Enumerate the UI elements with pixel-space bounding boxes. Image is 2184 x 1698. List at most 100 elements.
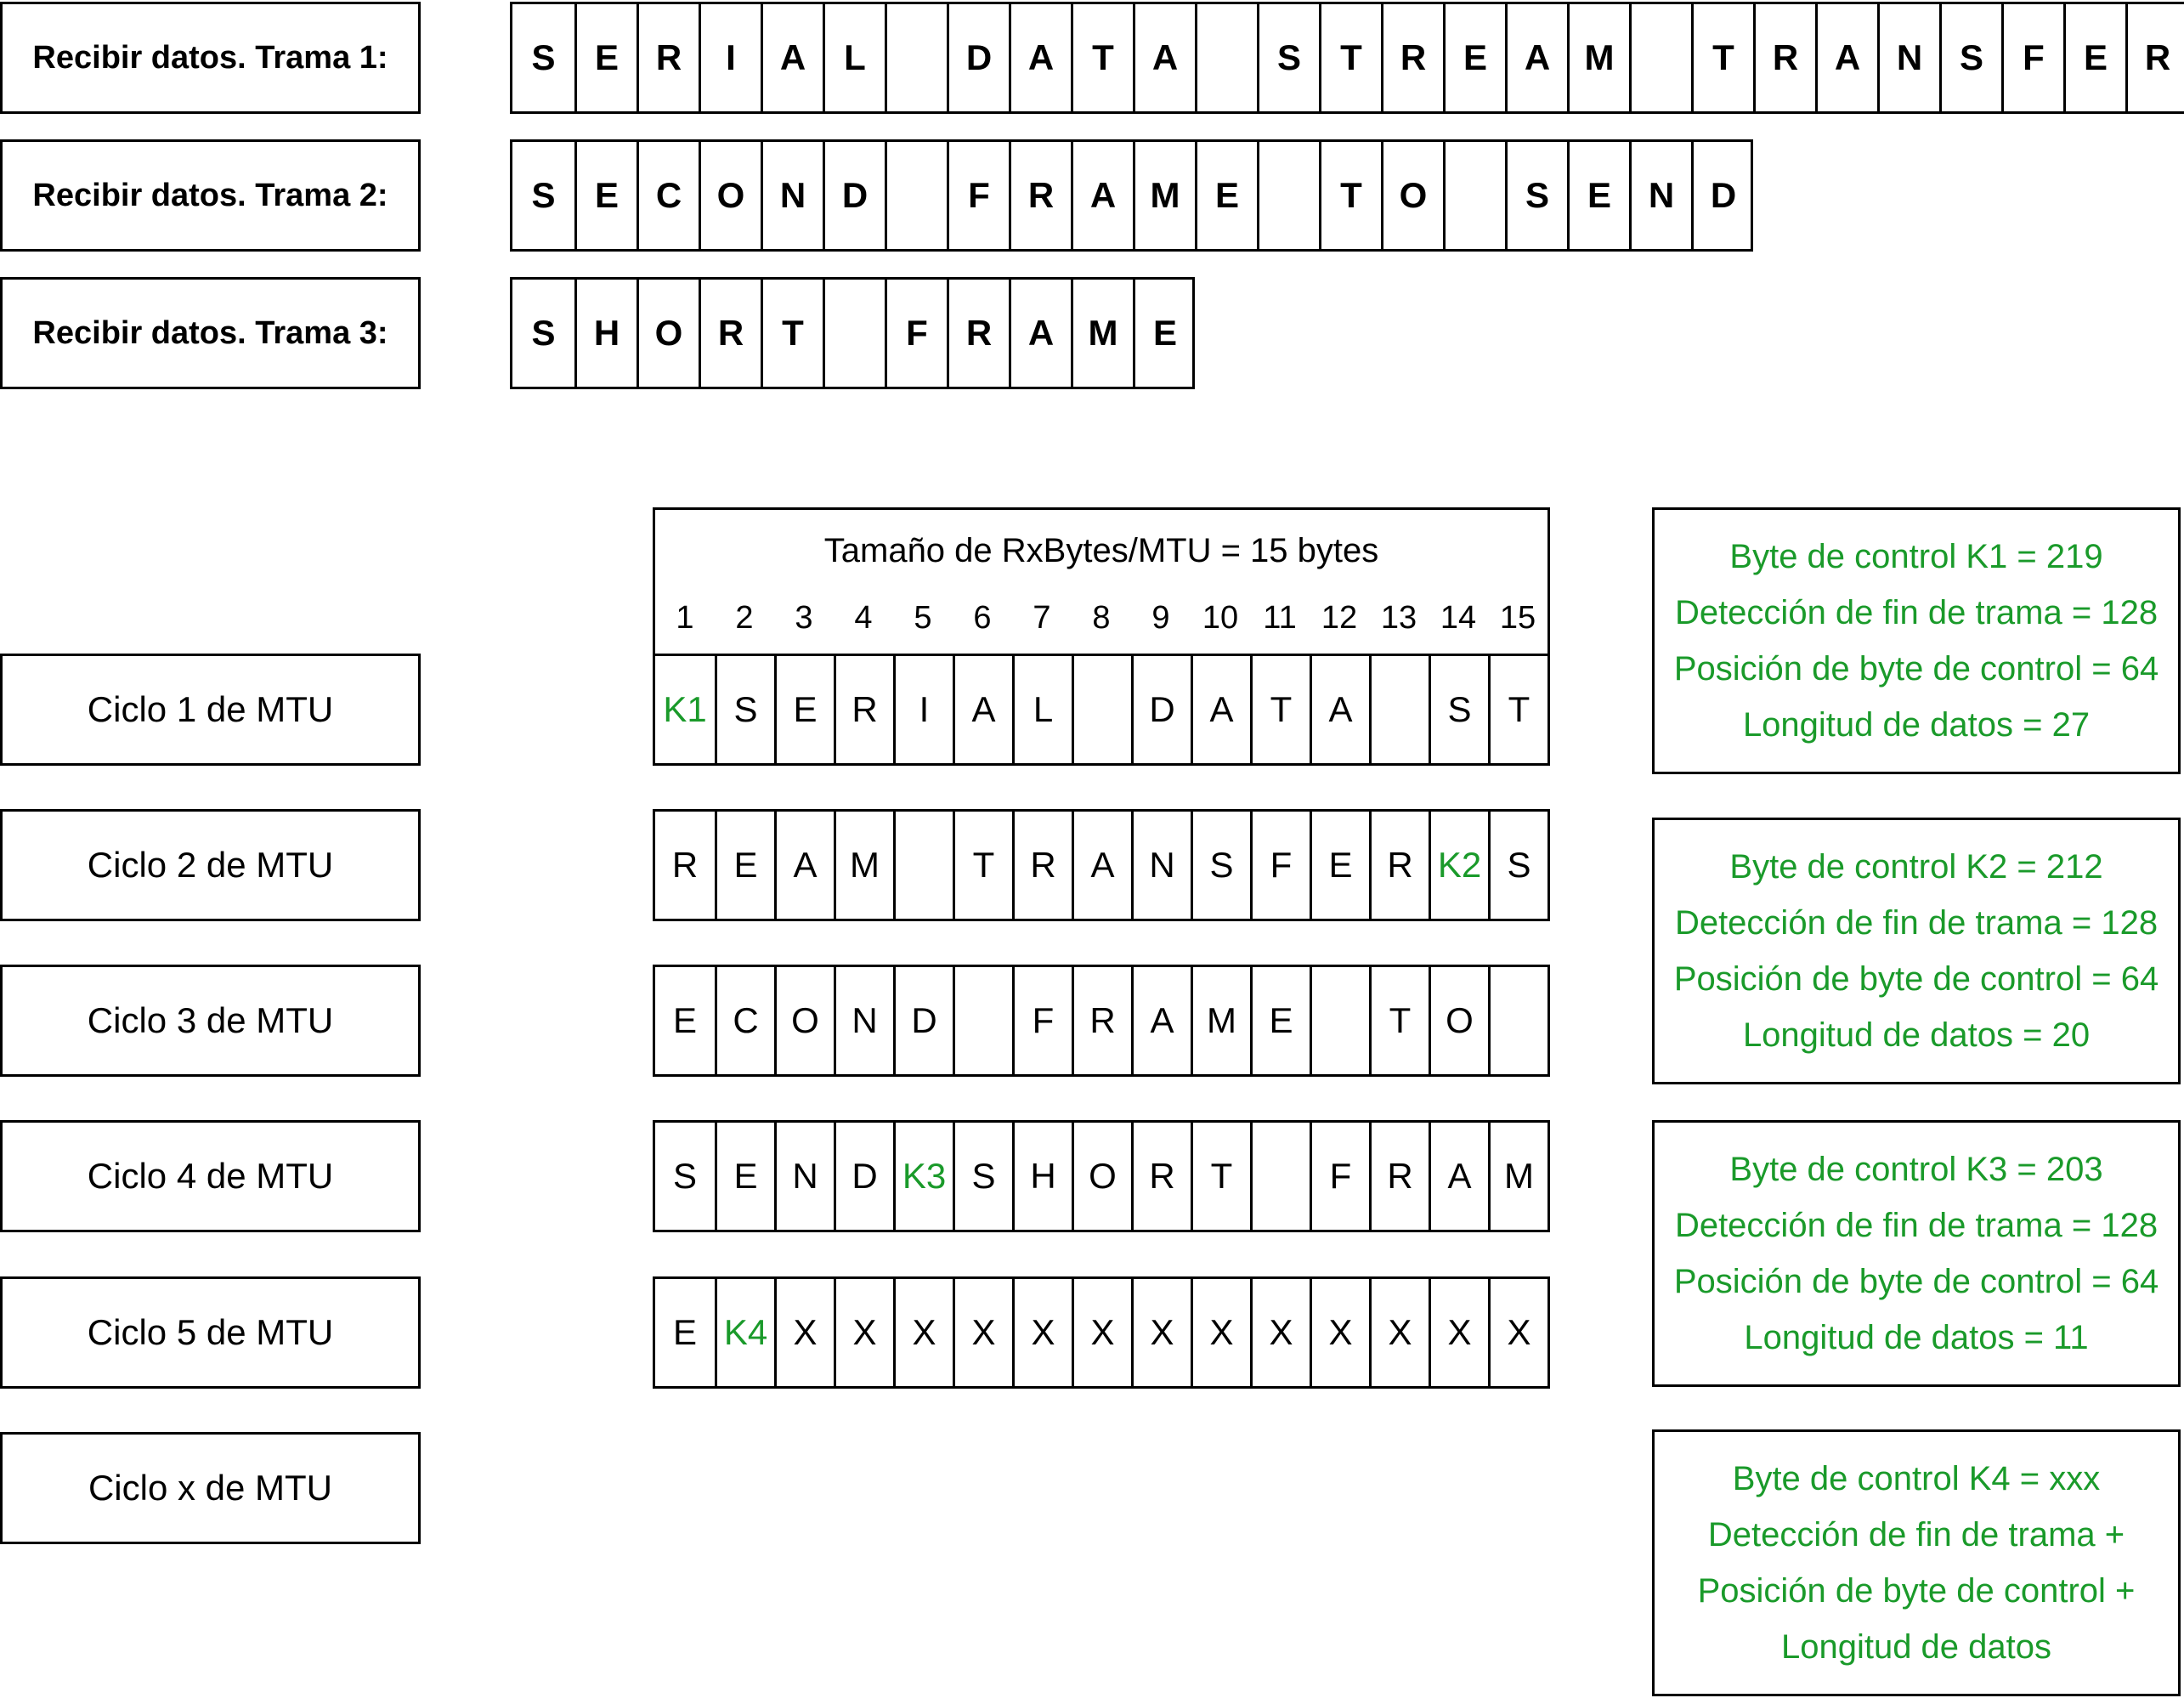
- mtu-byte-cell: X: [953, 1279, 1012, 1386]
- byte-position-number: 9: [1151, 600, 1170, 636]
- mtu-byte-cell: S: [1429, 656, 1488, 763]
- mtu-byte-cell: S: [1191, 812, 1250, 919]
- mtu-size-title: Tamaño de RxBytes/MTU = 15 bytes: [823, 532, 1379, 569]
- frame-byte-cell: R: [947, 280, 1009, 387]
- control-info-line: Posición de byte de control +: [1697, 1572, 2136, 1610]
- frame-byte-cell: N: [1877, 4, 1939, 111]
- mtu-cycle-label: Ciclo 4 de MTU: [0, 1120, 421, 1232]
- mtu-byte-cell: M: [834, 812, 893, 919]
- byte-position-number: 1: [676, 600, 694, 636]
- mtu-byte-cell: O: [1072, 1123, 1131, 1230]
- byte-position-number: 15: [1499, 600, 1536, 636]
- frame-label: Recibir datos. Trama 3:: [0, 277, 421, 389]
- frame-byte-cell: T: [761, 280, 823, 387]
- mtu-byte-cell: [953, 967, 1012, 1074]
- mtu-byte-cell: A: [1072, 812, 1131, 919]
- frame-byte-cell: M: [1071, 280, 1133, 387]
- frame-byte-cell: S: [531, 37, 556, 77]
- control-info-line: Longitud de datos = 27: [1742, 706, 2091, 744]
- mtu-byte-cell: T: [1191, 1123, 1250, 1230]
- frame-byte-cell: O: [699, 142, 761, 249]
- mtu-byte-cell: X: [1429, 1279, 1488, 1386]
- frame-byte-cell: M: [1567, 4, 1629, 111]
- control-info-line: Posición de byte de control = 64: [1673, 650, 2159, 688]
- mtu-byte-cell: S: [672, 1156, 697, 1196]
- control-info-line: Detección de fin de trama = 128: [1674, 594, 2159, 631]
- mtu-byte-cell: X: [1131, 1279, 1191, 1386]
- mtu-byte-cell: X: [893, 1279, 953, 1386]
- mtu-byte-cell: D: [893, 967, 953, 1074]
- control-byte-cell: K4: [715, 1279, 774, 1386]
- frame-byte-cell: A: [1009, 280, 1071, 387]
- frame-byte-cell: R: [1753, 4, 1815, 111]
- control-info-line: Longitud de datos = 11: [1744, 1319, 2089, 1356]
- mtu-byte-cell: T: [953, 812, 1012, 919]
- control-info-line: Posición de byte de control = 64: [1673, 1263, 2159, 1300]
- frame-byte-cell: T: [1691, 4, 1753, 111]
- frame-byte-cell: M: [1133, 142, 1195, 249]
- byte-position-number: 10: [1202, 600, 1239, 636]
- frame-byte-cell: A: [1505, 4, 1567, 111]
- frame-byte-cell: F: [885, 280, 947, 387]
- frame-byte-cell: T: [1071, 4, 1133, 111]
- byte-position-number: 14: [1440, 600, 1477, 636]
- control-info-line: Detección de fin de trama = 128: [1674, 1207, 2159, 1244]
- mtu-byte-cell: H: [1012, 1123, 1072, 1230]
- mtu-byte-cell: [1488, 967, 1547, 1074]
- frame-byte-cell: [1257, 142, 1319, 249]
- frame-byte-cell: N: [761, 142, 823, 249]
- mtu-byte-cell: C: [715, 967, 774, 1074]
- mtu-byte-cell: R: [1369, 812, 1429, 919]
- mtu-byte-cell: [1250, 1123, 1310, 1230]
- mtu-byte-cell: X: [1310, 1279, 1369, 1386]
- byte-position-number: 4: [854, 600, 873, 636]
- byte-position-number: 7: [1033, 600, 1051, 636]
- frame-label: Recibir datos. Trama 2:: [0, 139, 421, 252]
- frame-byte-cell: O: [637, 280, 699, 387]
- mtu-cycle-label: Ciclo 2 de MTU: [0, 809, 421, 921]
- frame-byte-cell: S: [531, 175, 556, 215]
- mtu-byte-cell: F: [1310, 1123, 1369, 1230]
- frame-byte-cell: E: [574, 4, 637, 111]
- frame-byte-cell: [885, 142, 947, 249]
- mtu-byte-cell: X: [834, 1279, 893, 1386]
- mtu-byte-cell: S: [953, 1123, 1012, 1230]
- mtu-byte-cell: O: [1429, 967, 1488, 1074]
- frame-byte-cell: R: [637, 4, 699, 111]
- frame-byte-cell: R: [699, 280, 761, 387]
- mtu-byte-cell: N: [774, 1123, 834, 1230]
- control-info-line: Byte de control K3 = 203: [1729, 1151, 2103, 1188]
- mtu-byte-cell: T: [1488, 656, 1547, 763]
- frame-byte-cell: F: [2001, 4, 2063, 111]
- mtu-byte-cell: O: [774, 967, 834, 1074]
- frame-byte-cell: S: [1505, 142, 1567, 249]
- mtu-byte-cell: A: [1191, 656, 1250, 763]
- mtu-byte-cell: M: [1191, 967, 1250, 1074]
- mtu-byte-cell: E: [715, 1123, 774, 1230]
- control-info-line: Longitud de datos = 20: [1742, 1016, 2091, 1054]
- mtu-byte-cell: F: [1012, 967, 1072, 1074]
- frame-byte-cell: E: [1443, 4, 1505, 111]
- mtu-byte-cell: I: [893, 656, 953, 763]
- frame-byte-cell: A: [1009, 4, 1071, 111]
- mtu-byte-cell: R: [834, 656, 893, 763]
- mtu-byte-cell: R: [671, 845, 699, 885]
- mtu-byte-cell: X: [1488, 1279, 1547, 1386]
- frame-byte-cell: A: [1071, 142, 1133, 249]
- frame-byte-cell: S: [1257, 4, 1319, 111]
- mtu-byte-cell: N: [1131, 812, 1191, 919]
- frame-byte-cell: L: [823, 4, 885, 111]
- mtu-byte-cell: E: [672, 1312, 697, 1352]
- byte-position-number: 11: [1263, 600, 1297, 636]
- mtu-byte-cell: E: [1310, 812, 1369, 919]
- mtu-byte-cell: F: [1250, 812, 1310, 919]
- mtu-byte-cell: R: [1072, 967, 1131, 1074]
- mtu-byte-cell: X: [1250, 1279, 1310, 1386]
- byte-position-number: 5: [914, 600, 932, 636]
- mtu-byte-cell: X: [1072, 1279, 1131, 1386]
